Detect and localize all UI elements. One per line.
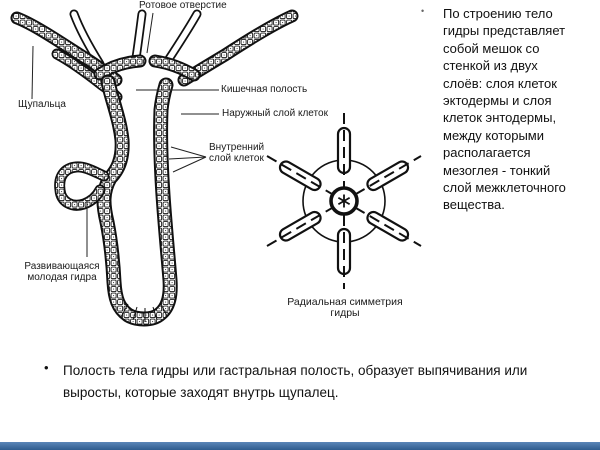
- center-asterisk-icon: [337, 194, 351, 208]
- tentacles-label: Щупальца: [18, 99, 66, 110]
- young-hydra-label: Развивающаяся молодая гидра: [24, 261, 100, 283]
- description-bullet-marker: •: [421, 6, 425, 16]
- footer-bar: [0, 442, 600, 450]
- radial-symmetry-diagram: [266, 113, 422, 289]
- label-leader-lines: [31, 12, 219, 257]
- inner-cell-layer-label: Внутренний слой клеток: [209, 142, 265, 164]
- gut-cavity-label: Кишечная полость: [221, 84, 308, 95]
- mouth-opening-label: Ротовое отверстие: [139, 0, 227, 11]
- hydra-diagram: [10, 9, 422, 327]
- hydra-body: [10, 9, 299, 327]
- outer-cell-layer-label: Наружный слой клеток: [222, 108, 328, 119]
- radial-symmetry-caption: Радиальная симметрия гидры: [287, 296, 403, 319]
- note-bullet-marker: •: [44, 360, 49, 375]
- basal-disc-lines: [120, 303, 168, 322]
- description-text: По строению тело гидры представляет собо…: [443, 6, 566, 213]
- note-text: Полость тела гидры или гастральная полос…: [63, 363, 528, 400]
